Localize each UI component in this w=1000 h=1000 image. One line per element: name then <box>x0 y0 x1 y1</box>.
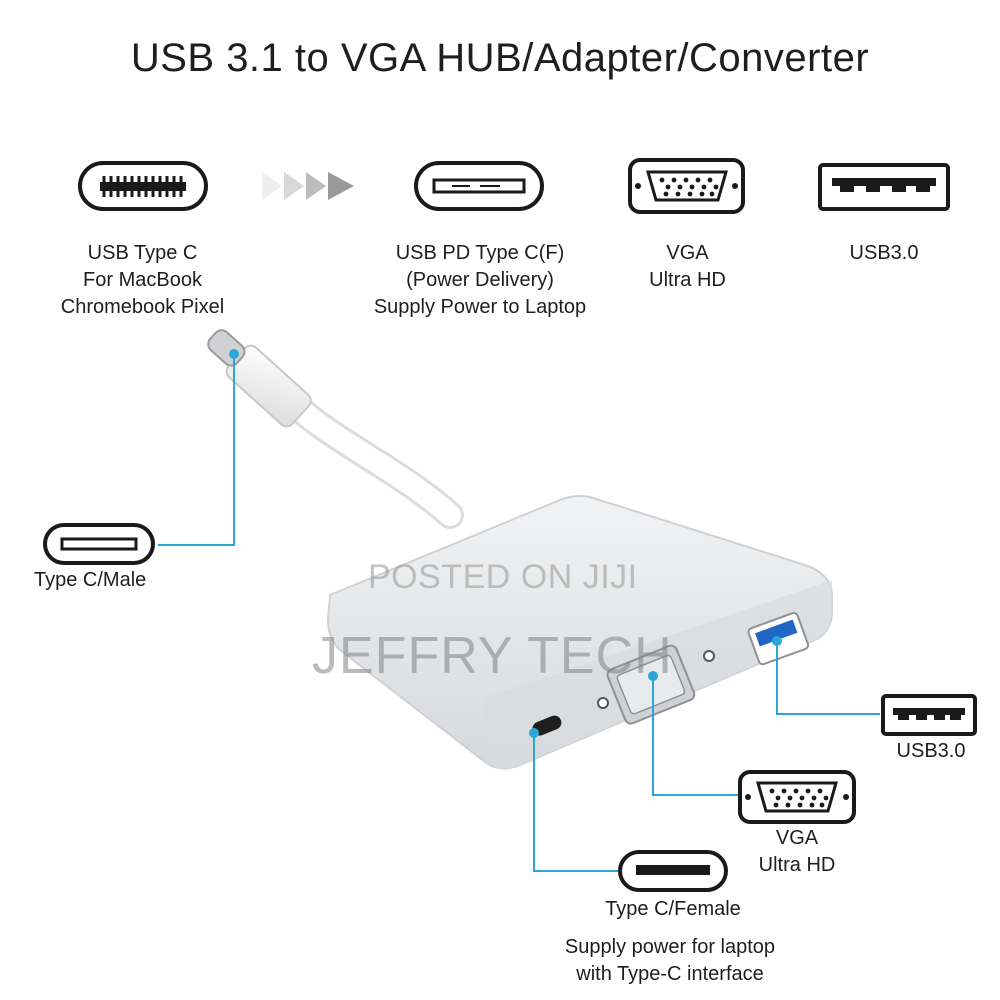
usb-c-male-icon <box>78 161 208 211</box>
caption-line: For MacBook <box>83 269 202 291</box>
callout-usb3-icon <box>881 694 977 736</box>
caption-usb-c: USB Type C For MacBook Chromebook Pixel <box>40 240 245 321</box>
caption-line: Supply power for laptop <box>564 936 776 958</box>
caption-line: Ultra HD <box>758 854 836 876</box>
caption-line: (Power Delivery) <box>406 269 554 291</box>
usb-c-female-icon <box>414 161 544 211</box>
caption-type-c-female: Type C/Female <box>605 898 741 920</box>
caption-pd: USB PD Type C(F) (Power Delivery) Supply… <box>355 240 605 321</box>
caption-line: with Type-C interface <box>576 963 764 985</box>
caption-line: Supply Power to Laptop <box>373 296 587 318</box>
watermark-brand: JEFFRY TECH <box>312 627 673 685</box>
caption-usb3: USB3.0 <box>820 240 948 267</box>
caption-vga: VGA Ultra HD <box>630 240 745 294</box>
arrows-icon <box>262 172 354 200</box>
usb-c-cable <box>207 329 464 529</box>
usb3-port-icon <box>818 163 950 211</box>
caption-vga-callout: VGA Ultra HD <box>735 825 859 879</box>
caption-line: USB Type C <box>87 242 198 264</box>
callout-dots <box>229 349 782 738</box>
callout-usb-c-female-icon <box>618 850 728 892</box>
caption-line: VGA <box>666 242 709 264</box>
caption-type-c-male: Type C/Male <box>34 569 147 591</box>
caption-supply-power: Supply power for laptop with Type-C inte… <box>520 934 820 988</box>
caption-line: USB PD Type C(F) <box>395 242 565 264</box>
watermark-posted: POSTED ON JIJI <box>368 558 638 596</box>
callout-usb-c-male-icon <box>43 523 155 565</box>
callout-vga-icon <box>738 770 856 824</box>
caption-line: Chromebook Pixel <box>60 296 225 318</box>
caption-line: USB3.0 <box>849 242 919 264</box>
vga-port-icon <box>628 158 745 214</box>
page-title: USB 3.1 to VGA HUB/Adapter/Converter <box>130 36 870 80</box>
callout-lines <box>158 354 880 872</box>
caption-line: Ultra HD <box>649 269 726 291</box>
device-usb-c-port <box>532 715 562 736</box>
caption-line: VGA <box>775 827 819 849</box>
device-vga-port <box>597 644 715 725</box>
caption-usb3-callout: USB3.0 <box>896 740 966 762</box>
